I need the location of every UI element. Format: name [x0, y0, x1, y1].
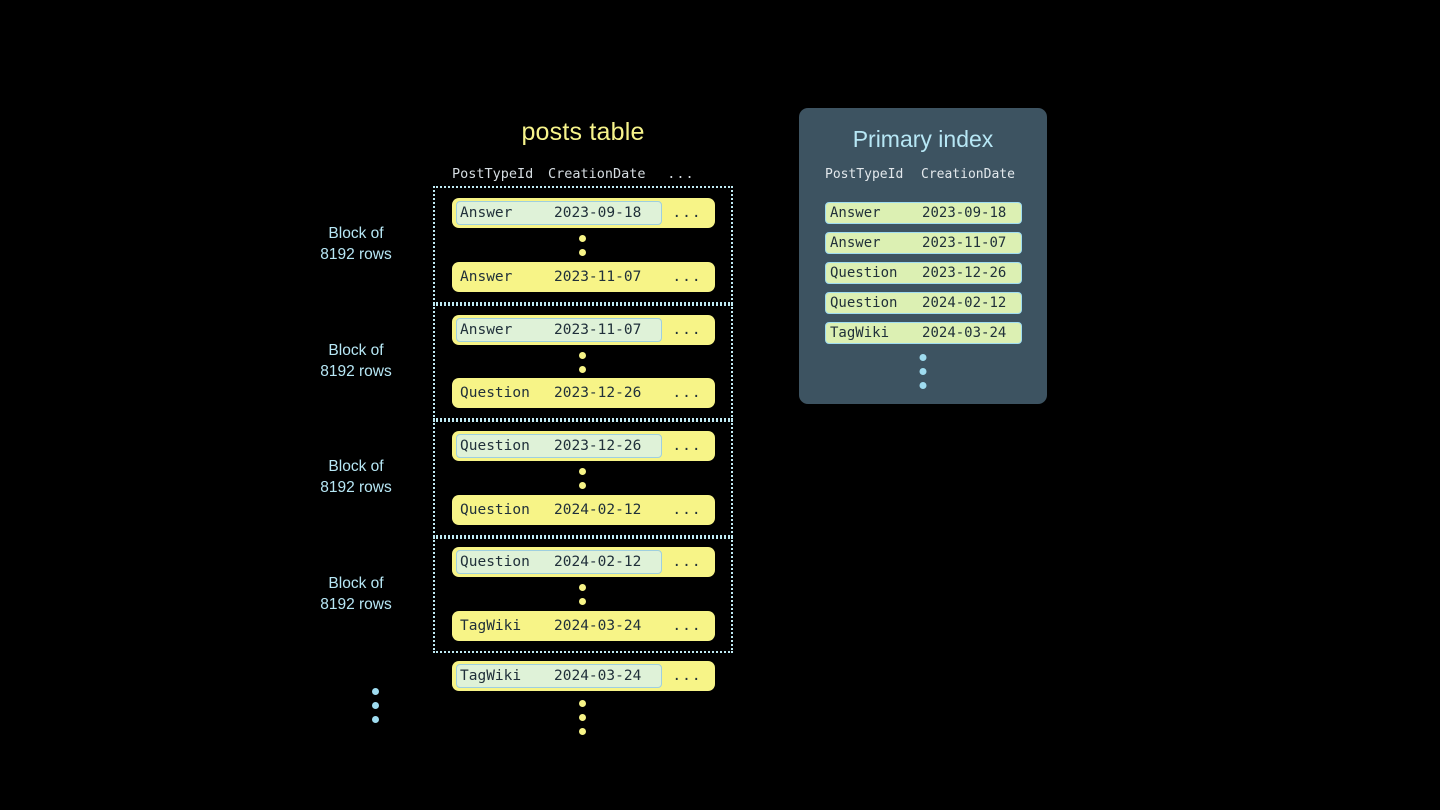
cell-posttypeid: Answer [460, 269, 513, 285]
cell-posttypeid: Question [460, 502, 530, 518]
table-row[interactable]: TagWiki 2024-03-24 ... [452, 661, 715, 691]
index-row[interactable]: Question 2023-12-26 [825, 262, 1022, 284]
block-label-3: Block of 8192 rows [296, 456, 416, 498]
posts-table-column-headers: PostTypeId CreationDate ... [452, 166, 715, 182]
cell-creationdate: 2023-11-07 [554, 269, 642, 285]
table-row[interactable]: Question 2023-12-26 ... [452, 378, 715, 408]
row-key-cells: Question 2023-12-26 [456, 434, 662, 458]
index-row[interactable]: Question 2024-02-12 [825, 292, 1022, 314]
posts-table-title: posts table [521, 118, 645, 146]
cell-posttypeid: TagWiki [460, 618, 522, 634]
cell-creationdate: 2023-11-07 [922, 235, 1007, 251]
cell-more: ... [672, 618, 702, 634]
table-row[interactable]: Answer 2023-11-07 ... [452, 315, 715, 345]
row-key-cells: Answer 2023-11-07 [456, 318, 662, 342]
cell-creationdate: 2024-03-24 [554, 618, 642, 634]
block-label-1: Block of 8192 rows [296, 223, 416, 265]
cell-posttypeid: Answer [460, 205, 513, 221]
block-label-2: Block of 8192 rows [296, 340, 416, 382]
row-key-cells: Answer 2023-09-18 [456, 201, 662, 225]
cell-posttypeid: TagWiki [460, 668, 522, 684]
block-label-line-1: Block of [328, 575, 384, 592]
cell-creationdate: 2024-02-12 [554, 502, 642, 518]
row-key-cells: TagWiki 2024-03-24 [456, 614, 662, 638]
block-label-line-1: Block of [328, 342, 384, 359]
table-row[interactable]: Question 2023-12-26 ... [452, 431, 715, 461]
cell-posttypeid: Question [460, 385, 530, 401]
table-ellipsis-vertical-icon [579, 700, 586, 735]
block-label-line-2: 8192 rows [320, 363, 392, 380]
index-row[interactable]: Answer 2023-11-07 [825, 232, 1022, 254]
block-label-line-2: 8192 rows [320, 479, 392, 496]
row-key-cells: Question 2023-12-26 [456, 381, 662, 405]
primary-index-title: Primary index [852, 126, 994, 152]
column-header-creationdate: CreationDate [548, 166, 646, 182]
cell-more: ... [672, 322, 702, 338]
table-row[interactable]: Question 2024-02-12 ... [452, 495, 715, 525]
cell-posttypeid: TagWiki [830, 325, 890, 341]
block-boundary-2 [433, 304, 733, 420]
block-label-line-1: Block of [328, 225, 384, 242]
cell-creationdate: 2023-11-07 [554, 322, 642, 338]
block-boundary-4 [433, 537, 733, 653]
block-continuation-ellipsis-icon [372, 688, 379, 723]
cell-posttypeid: Answer [460, 322, 513, 338]
cell-creationdate: 2023-09-18 [922, 205, 1007, 221]
block-label-line-2: 8192 rows [320, 246, 392, 263]
cell-creationdate: 2023-09-18 [554, 205, 642, 221]
cell-creationdate: 2023-12-26 [554, 438, 642, 454]
primary-index-panel: Primary index PostTypeId CreationDate An… [799, 108, 1047, 404]
cell-more: ... [672, 554, 702, 570]
block-boundary-3 [433, 420, 733, 537]
index-row[interactable]: Answer 2023-09-18 [825, 202, 1022, 224]
table-row[interactable]: Question 2024-02-12 ... [452, 547, 715, 577]
row-key-cells: TagWiki 2024-03-24 [456, 664, 662, 688]
cell-more: ... [672, 502, 702, 518]
cell-creationdate: 2024-02-12 [922, 295, 1007, 311]
cell-more: ... [672, 269, 702, 285]
cell-more: ... [672, 205, 702, 221]
table-row[interactable]: Answer 2023-09-18 ... [452, 198, 715, 228]
cell-posttypeid: Question [830, 265, 898, 281]
table-row[interactable]: Answer 2023-11-07 ... [452, 262, 715, 292]
cell-posttypeid: Question [460, 554, 530, 570]
cell-posttypeid: Answer [830, 205, 881, 221]
column-header-posttypeid: PostTypeId [452, 166, 534, 182]
cell-creationdate: 2024-03-24 [554, 668, 642, 684]
cell-creationdate: 2023-12-26 [922, 265, 1007, 281]
row-key-cells: Answer 2023-11-07 [456, 265, 662, 289]
cell-posttypeid: Question [460, 438, 530, 454]
block-label-4: Block of 8192 rows [296, 573, 416, 615]
index-ellipsis-vertical-icon [919, 354, 927, 389]
index-column-header-creationdate: CreationDate [921, 167, 1015, 182]
column-header-more: ... [667, 166, 695, 182]
index-column-header-posttypeid: PostTypeId [825, 167, 904, 182]
cell-posttypeid: Question [830, 295, 898, 311]
block-label-line-1: Block of [328, 458, 384, 475]
table-row[interactable]: TagWiki 2024-03-24 ... [452, 611, 715, 641]
cell-creationdate: 2024-02-12 [554, 554, 642, 570]
row-key-cells: Question 2024-02-12 [456, 550, 662, 574]
cell-more: ... [672, 438, 702, 454]
cell-creationdate: 2024-03-24 [922, 325, 1007, 341]
primary-index-rows: Answer 2023-09-18 Answer 2023-11-07 Ques… [825, 202, 1022, 352]
block-label-line-2: 8192 rows [320, 596, 392, 613]
index-row[interactable]: TagWiki 2024-03-24 [825, 322, 1022, 344]
primary-index-column-headers: PostTypeId CreationDate [825, 167, 1025, 182]
cell-creationdate: 2023-12-26 [554, 385, 642, 401]
row-key-cells: Question 2024-02-12 [456, 498, 662, 522]
cell-more: ... [672, 668, 702, 684]
cell-more: ... [672, 385, 702, 401]
cell-posttypeid: Answer [830, 235, 881, 251]
block-boundary-1 [433, 186, 733, 304]
